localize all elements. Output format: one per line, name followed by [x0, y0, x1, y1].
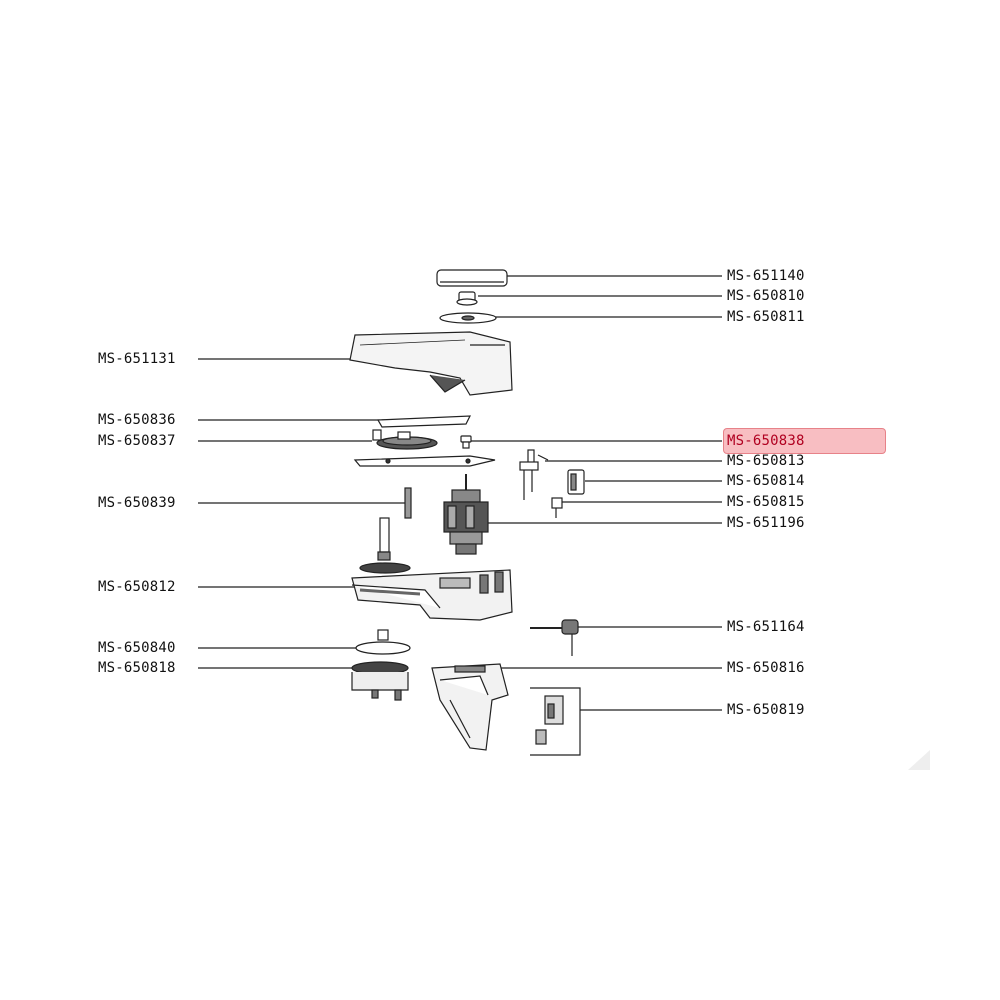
part-gasket [376, 415, 471, 428]
part-label-ms-651140[interactable]: MS-651140 [727, 268, 805, 284]
part-label-ms-651164[interactable]: MS-651164 [727, 619, 805, 635]
part-label-ms-650816[interactable]: MS-650816 [727, 660, 805, 676]
part-lower-cover [431, 663, 509, 751]
part-bracket-kit [530, 687, 581, 756]
selected-part-highlight [723, 428, 886, 454]
corner-mark [908, 750, 930, 770]
part-capacitor [567, 469, 585, 495]
part-label-ms-651131[interactable]: MS-651131 [98, 351, 176, 367]
part-label-ms-650811[interactable]: MS-650811 [727, 309, 805, 325]
part-label-ms-650812[interactable]: MS-650812 [98, 579, 176, 595]
part-gear [372, 429, 438, 450]
part-screw-selected [460, 435, 472, 449]
part-label-ms-650814[interactable]: MS-650814 [727, 473, 805, 489]
part-label-ms-650839[interactable]: MS-650839 [98, 495, 176, 511]
part-bushing [456, 291, 478, 306]
part-label-ms-650837[interactable]: MS-650837 [98, 433, 176, 449]
part-knob-cap [436, 269, 508, 287]
part-label-ms-650813[interactable]: MS-650813 [727, 453, 805, 469]
part-label-ms-650819[interactable]: MS-650819 [727, 702, 805, 718]
part-top-housing [349, 331, 513, 396]
part-base-switch [351, 661, 409, 701]
part-label-ms-650818[interactable]: MS-650818 [98, 660, 176, 676]
part-label-ms-650838[interactable]: MS-650838 [727, 433, 805, 449]
part-label-ms-650836[interactable]: MS-650836 [98, 412, 176, 428]
part-label-ms-651196[interactable]: MS-651196 [727, 515, 805, 531]
part-disc [355, 629, 411, 655]
part-pin [404, 487, 412, 519]
part-lower-plate [353, 455, 496, 467]
part-motor [443, 474, 489, 555]
part-switch [551, 497, 563, 518]
part-label-ms-650815[interactable]: MS-650815 [727, 494, 805, 510]
part-main-body [351, 562, 513, 621]
part-plate [439, 312, 497, 324]
part-shaft [377, 517, 391, 561]
part-terminal [519, 449, 549, 500]
part-label-ms-650810[interactable]: MS-650810 [727, 288, 805, 304]
part-connector [530, 619, 579, 656]
part-label-ms-650840[interactable]: MS-650840 [98, 640, 176, 656]
